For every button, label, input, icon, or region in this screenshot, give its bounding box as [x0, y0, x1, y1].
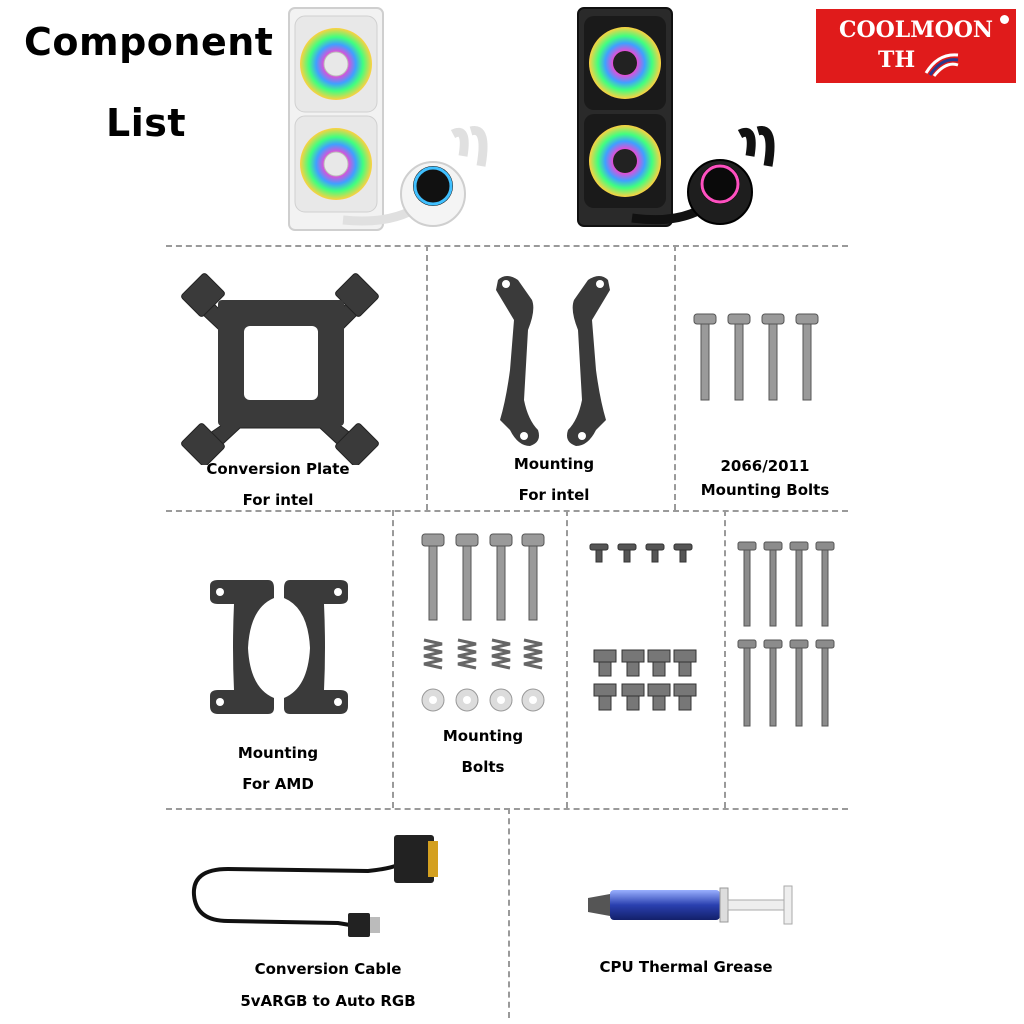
conversion-cable-label-line1: Conversion Cable [254, 960, 402, 978]
bolts-2066-label-line2: Mounting Bolts [700, 481, 830, 499]
white-cooler-image [288, 7, 488, 231]
bolts-2066-label-line1: 2066/2011 [720, 457, 810, 475]
long-bolts-image [737, 541, 835, 727]
mounting-intel-label-line1: Mounting [513, 455, 595, 473]
conversion-cable-image [191, 835, 438, 937]
divider-row1-top [166, 245, 848, 247]
mounting-bolts-label-line2: Bolts [461, 758, 505, 776]
logo-text-line2: TH [878, 47, 916, 73]
conversion-plate-image [181, 273, 379, 465]
divider-v4 [566, 510, 568, 808]
conversion-cable-label-line2: 5vARGB to Auto RGB [240, 992, 416, 1010]
bolts-2066-image [693, 313, 819, 401]
logo-text-line1: COOLMOON [838, 17, 994, 43]
page-title-line1: Component [24, 20, 274, 64]
brand-logo: COOLMOON TH [816, 9, 1016, 83]
conversion-plate-label-line2: For intel [242, 491, 314, 509]
mounting-bolts-image [421, 533, 545, 712]
divider-v1 [426, 245, 428, 510]
divider-v6 [508, 808, 510, 1018]
mounting-amd-label-line2: For AMD [242, 775, 314, 793]
conversion-plate-label-line1: Conversion Plate [206, 460, 350, 478]
divider-v5 [724, 510, 726, 808]
thermal-grease-label: CPU Thermal Grease [599, 958, 773, 976]
logo-registered-dot [1000, 15, 1009, 24]
logo-flag-icon [924, 53, 959, 77]
divider-v3 [392, 510, 394, 808]
divider-row2-top [166, 510, 848, 512]
mounting-amd-image [210, 580, 348, 714]
thermal-grease-image [588, 885, 793, 925]
small-screws-image [589, 543, 697, 711]
mounting-amd-label-line1: Mounting [237, 744, 319, 762]
divider-v2 [674, 245, 676, 510]
black-cooler-image [577, 7, 775, 227]
divider-row3-top [166, 808, 848, 810]
page-title-line2: List [106, 101, 187, 145]
mounting-intel-label-line2: For intel [518, 486, 590, 504]
mounting-intel-image [496, 276, 610, 446]
mounting-bolts-label-line1: Mounting [442, 727, 524, 745]
